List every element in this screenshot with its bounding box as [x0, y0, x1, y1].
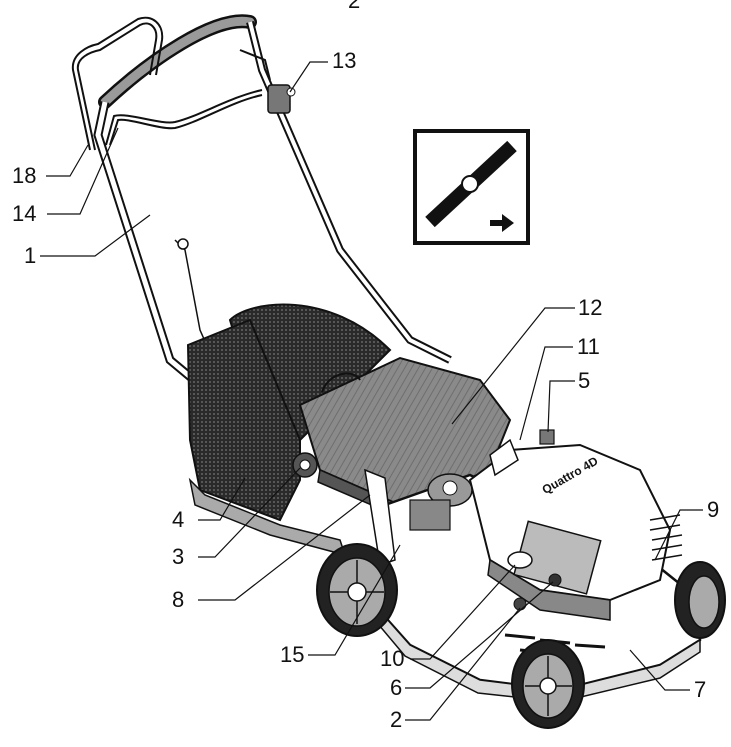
- top-caption: 2: [348, 0, 360, 13]
- callout-11: 11: [577, 334, 600, 359]
- callout-12: 12: [578, 295, 603, 320]
- callout-14: 14: [12, 201, 37, 226]
- handle-knob: [177, 238, 189, 250]
- callout-9: 9: [707, 497, 720, 522]
- callout-4: 4: [172, 507, 185, 532]
- safety-bail: [71, 16, 164, 151]
- callout-8: 8: [172, 587, 185, 612]
- height-adjust-lever: [292, 452, 396, 566]
- callout-15: 15: [280, 642, 305, 667]
- leader-lines: [40, 61, 703, 721]
- callout-13: 13: [332, 48, 357, 73]
- callout-2: 2: [390, 707, 403, 732]
- speed-control: [239, 49, 296, 114]
- drive-bail: [105, 89, 263, 146]
- callout-5: 5: [578, 368, 591, 393]
- blade-direction-icon: [413, 129, 530, 245]
- rear-wheel: [316, 543, 398, 637]
- engine: Quattro 4D: [409, 429, 683, 621]
- callout-10: 10: [380, 646, 405, 671]
- callout-1: 1: [24, 243, 37, 268]
- callout-18: 18: [12, 163, 37, 188]
- right-wheel: [674, 561, 726, 639]
- grass-bag: [186, 303, 392, 557]
- callout-3: 3: [172, 544, 185, 569]
- front-wheel: [511, 639, 585, 729]
- handle-bar: [93, 14, 452, 464]
- callout-7: 7: [694, 677, 707, 702]
- callout-6: 6: [390, 675, 403, 700]
